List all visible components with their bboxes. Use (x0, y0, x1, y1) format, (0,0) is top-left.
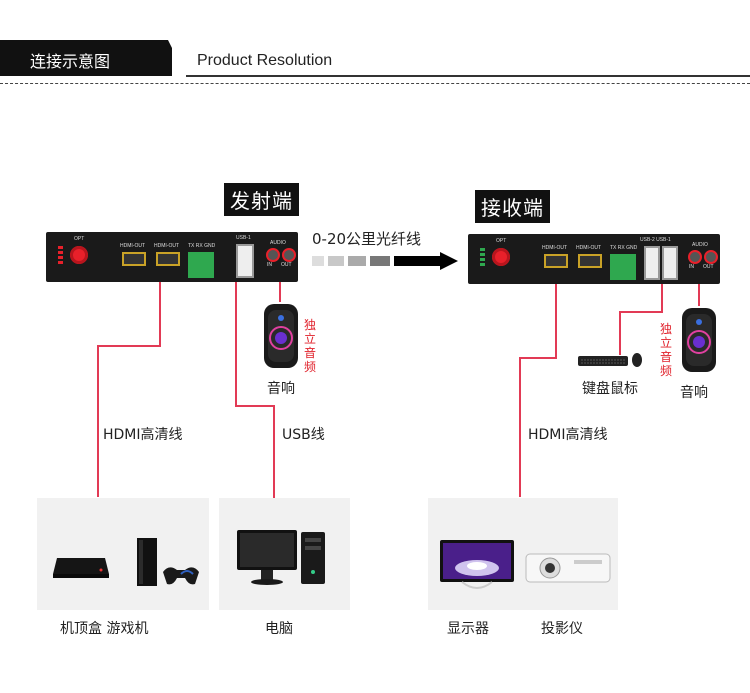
audio-jack-icon (704, 250, 718, 264)
hdmi-out-label-1: HDMI-OUT (120, 243, 145, 249)
usb-cable-label: USB线 (282, 427, 325, 443)
keyboard-mouse-icon (578, 352, 644, 368)
terminal-block-icon (188, 252, 214, 278)
hdmi-cable-label: HDMI高清线 (528, 427, 608, 443)
speaker-label: 音响 (267, 381, 295, 397)
keyboard-mouse-label: 键盘鼠标 (582, 381, 638, 397)
audio-in-label: IN (689, 264, 694, 270)
audio-wire (698, 284, 700, 306)
receiver-tag: 接收端 (475, 190, 550, 223)
audio-out-label: OUT (281, 262, 292, 268)
usb-wire (619, 311, 663, 313)
opt-label: OPT (74, 236, 85, 242)
header-rule (186, 75, 750, 77)
hdmi-wire (97, 345, 99, 497)
terminal-block-icon (610, 254, 636, 280)
audio-jack-icon (282, 248, 296, 262)
monitor-icon (438, 538, 516, 598)
opt-port-icon (70, 246, 88, 264)
page-subtitle: Product Resolution (197, 52, 333, 69)
computer-label: 电脑 (265, 621, 293, 637)
game-console-icon (129, 534, 203, 590)
independent-audio-label: 独立音频 (660, 322, 673, 378)
speaker-icon (262, 302, 300, 370)
audio-jack-icon (688, 250, 702, 264)
usb-label: USB-2 USB-1 (640, 237, 671, 243)
computer-panel (219, 498, 350, 610)
serial-label: TX RX GND (188, 243, 216, 249)
hdmi-out-label-1: HDMI-OUT (542, 245, 567, 251)
display-panel (428, 498, 618, 610)
transmitter-device: OPT HDMI-OUT HDMI-OUT TX RX GND USB-1 AU… (46, 232, 298, 282)
hdmi-wire (519, 357, 521, 497)
fiber-label: 0-20公里光纤线 (312, 230, 422, 248)
set-top-box-icon (51, 548, 111, 582)
hdmi-out-label-2: HDMI-OUT (154, 243, 179, 249)
monitor-label: 显示器 (447, 621, 489, 637)
usb-wire (619, 311, 621, 355)
transmitter-tag: 发射端 (224, 183, 299, 216)
audio-label: AUDIO (270, 240, 286, 246)
fiber-arrow-icon (312, 252, 462, 272)
hdmi-wire (519, 357, 557, 359)
audio-out-label: OUT (703, 264, 714, 270)
usb-port-icon (236, 244, 254, 278)
stb-console-panel (37, 498, 209, 610)
audio-wire (279, 282, 281, 302)
header-dashed-rule (0, 83, 750, 84)
opt-label: OPT (496, 238, 507, 244)
audio-in-label: IN (267, 262, 272, 268)
projector-label: 投影仪 (541, 621, 583, 637)
speaker-label: 音响 (680, 385, 708, 401)
speaker-icon (680, 306, 718, 374)
hdmi-port-icon (156, 252, 180, 266)
stb-console-label: 机顶盒 游戏机 (60, 621, 149, 637)
header-bar (0, 40, 172, 76)
usb-wire (273, 405, 275, 499)
hdmi-wire (555, 284, 557, 358)
usb-wire (235, 282, 237, 406)
usb-port-icon (644, 246, 660, 280)
usb-wire (235, 405, 275, 407)
usb-port-icon (662, 246, 678, 280)
hdmi-port-icon (578, 254, 602, 268)
status-leds (58, 246, 63, 264)
usb-wire (661, 284, 663, 312)
opt-port-icon (492, 248, 510, 266)
hdmi-port-icon (544, 254, 568, 268)
hdmi-cable-label: HDMI高清线 (103, 427, 183, 443)
page-title: 连接示意图 (30, 52, 111, 71)
audio-label: AUDIO (692, 242, 708, 248)
hdmi-port-icon (122, 252, 146, 266)
independent-audio-label: 独立音频 (304, 318, 317, 374)
receiver-device: OPT HDMI-OUT HDMI-OUT TX RX GND USB-2 US… (468, 234, 720, 284)
hdmi-wire (159, 282, 161, 346)
status-leds (480, 248, 485, 266)
computer-icon (235, 528, 335, 592)
serial-label: TX RX GND (610, 245, 638, 251)
hdmi-out-label-2: HDMI-OUT (576, 245, 601, 251)
projector-icon (524, 546, 612, 586)
audio-jack-icon (266, 248, 280, 262)
hdmi-wire (97, 345, 161, 347)
usb-label: USB-1 (236, 235, 251, 241)
